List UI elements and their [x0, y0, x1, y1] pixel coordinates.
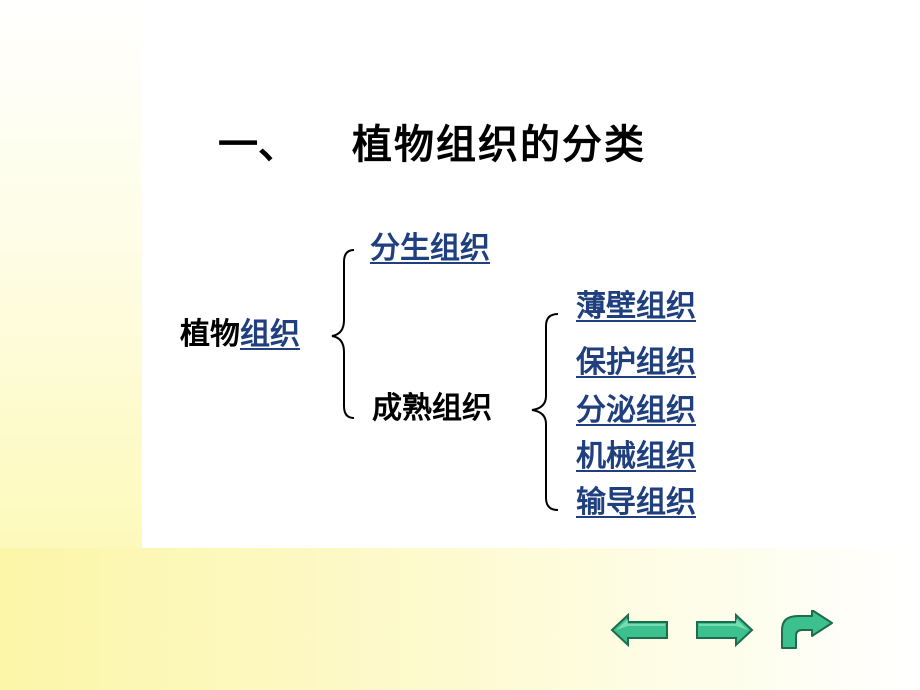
brace-secondary	[531, 313, 559, 511]
title-number: 一、	[218, 122, 298, 168]
root-link[interactable]: 组织	[240, 317, 300, 352]
next-button[interactable]	[694, 612, 754, 648]
root-label: 植物组织	[180, 318, 300, 352]
link-mechanical[interactable]: 机械组织	[576, 439, 696, 474]
link-parenchyma[interactable]: 薄壁组织	[576, 289, 696, 324]
link-secretory[interactable]: 分泌组织	[576, 393, 696, 428]
label-mature: 成熟组织	[372, 391, 492, 426]
link-conducting[interactable]: 输导组织	[576, 485, 696, 520]
root-prefix: 植物	[180, 317, 240, 352]
return-button[interactable]	[778, 610, 836, 650]
slide-title: 一、 植物组织的分类	[0, 112, 920, 172]
background-bottom-gradient	[0, 548, 920, 690]
return-arrow-icon	[781, 610, 833, 649]
link-protective[interactable]: 保护组织	[576, 345, 696, 380]
title-text: 植物组织的分类	[352, 122, 646, 168]
link-meristem[interactable]: 分生组织	[370, 231, 490, 266]
right-arrow-icon	[696, 612, 754, 648]
prev-button[interactable]	[610, 612, 670, 648]
left-arrow-icon	[610, 612, 668, 648]
brace-primary	[331, 249, 355, 419]
